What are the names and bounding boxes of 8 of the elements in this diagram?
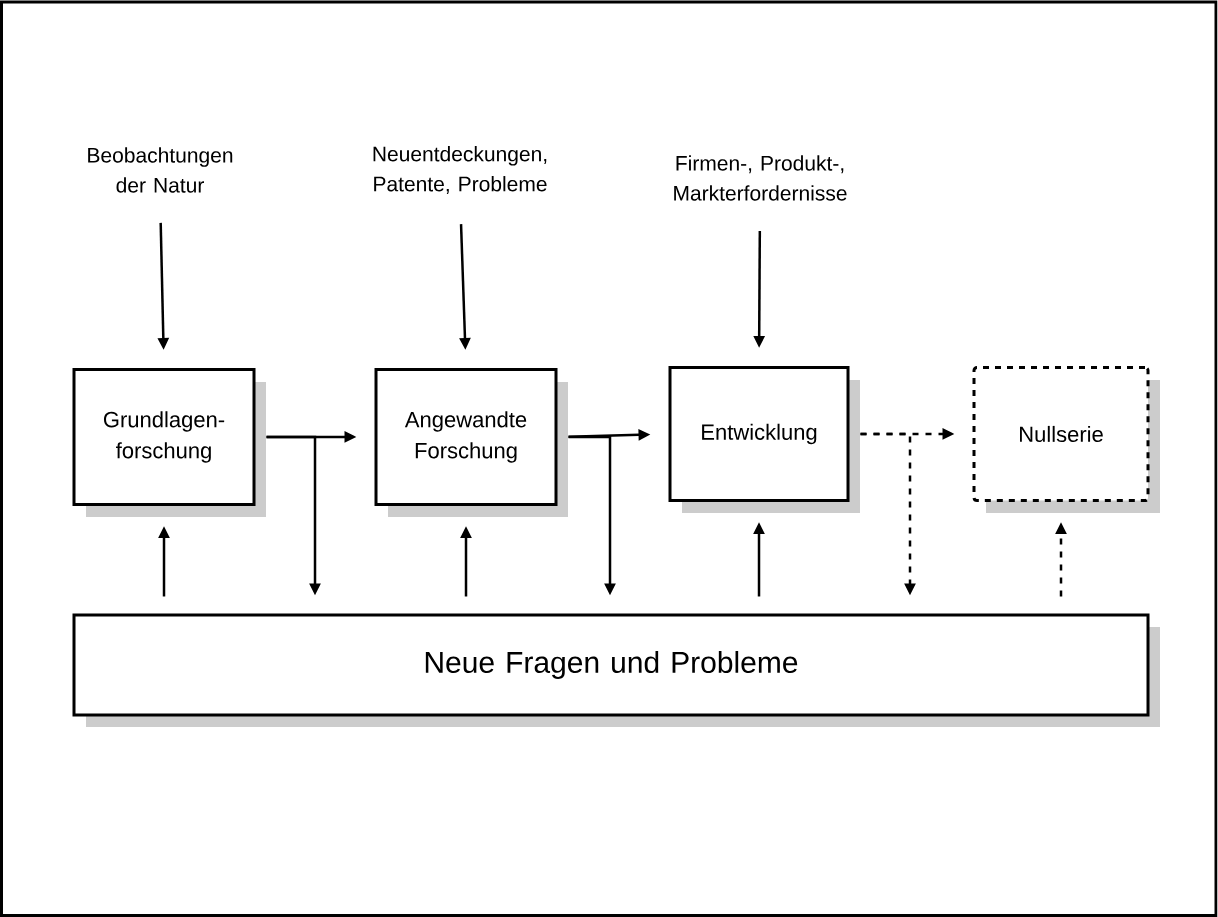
process-box: Entwicklung (668, 366, 860, 513)
process-box: Angewandte Forschung (374, 368, 568, 517)
input-label: Firmen-, Produkt-, Markterfordernisse (674, 155, 847, 201)
process-box: Grundlagen- forschung (72, 368, 266, 517)
dashed-process-box: Nullserie (972, 366, 1160, 513)
input-label: Beobachtungen der Natur (88, 147, 233, 193)
process-box: Neue Fragen und Probleme (72, 613, 1160, 727)
input-label: Neuentdeckungen, Patente, Probleme (373, 146, 547, 194)
